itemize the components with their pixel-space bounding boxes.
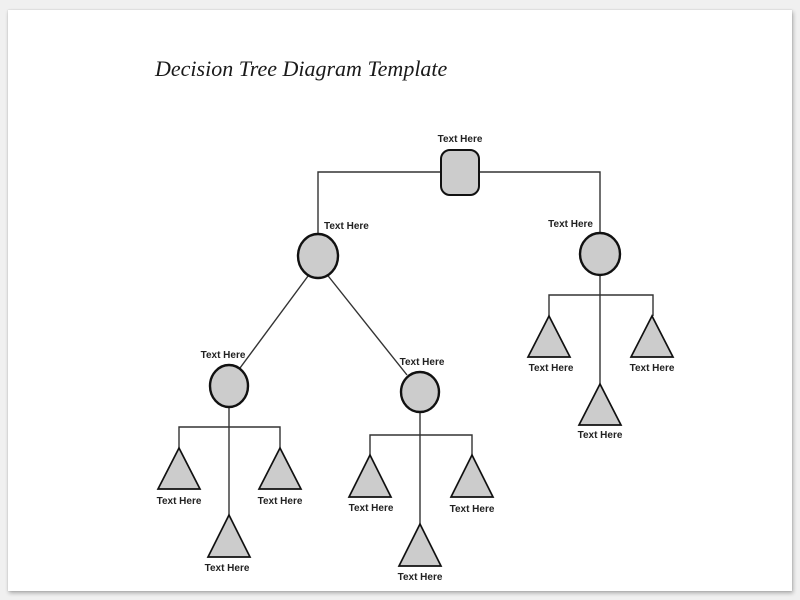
- root-node-label[interactable]: Text Here: [437, 134, 483, 145]
- level2-left-node-label[interactable]: Text Here: [200, 350, 246, 361]
- root-node-shape[interactable]: [440, 149, 480, 196]
- leaf-middle-1-label[interactable]: Text Here: [348, 503, 394, 514]
- level2-middle-node-shape[interactable]: [399, 370, 441, 414]
- level2-middle-node-label[interactable]: Text Here: [399, 357, 445, 368]
- leaf-left-1-label[interactable]: Text Here: [156, 496, 202, 507]
- level1-left-node-shape[interactable]: [296, 232, 340, 280]
- leaf-middle-1-shape[interactable]: [347, 453, 393, 498]
- connector-root-to-left-branch: [317, 171, 441, 234]
- leaf-right-1-label[interactable]: Text Here: [528, 363, 574, 374]
- connector-root-to-right-branch: [479, 171, 601, 233]
- leaf-right-2-label[interactable]: Text Here: [629, 363, 675, 374]
- level1-right-node-label[interactable]: Text Here: [548, 219, 593, 230]
- level1-left-node-label[interactable]: Text Here: [324, 221, 369, 232]
- connector-right-branch-crossbar: [548, 294, 654, 316]
- document-page: [8, 10, 792, 591]
- leaf-middle-3-label[interactable]: Text Here: [397, 572, 443, 583]
- leaf-right-1-shape[interactable]: [526, 314, 572, 358]
- leaf-right-3-label[interactable]: Text Here: [577, 430, 623, 441]
- connector-level2-left-crossbar: [178, 426, 281, 448]
- leaf-right-3-shape[interactable]: [577, 382, 623, 426]
- leaf-left-2-label[interactable]: Text Here: [257, 496, 303, 507]
- connector-level2-middle-crossbar: [369, 434, 473, 455]
- leaf-left-1-shape[interactable]: [156, 446, 202, 490]
- leaf-left-3-shape[interactable]: [206, 513, 252, 558]
- leaf-left-2-shape[interactable]: [257, 446, 303, 490]
- leaf-right-2-shape[interactable]: [629, 314, 675, 358]
- connector-left-branch-to-level2-middle: [324, 271, 408, 376]
- leaf-middle-2-label[interactable]: Text Here: [449, 504, 495, 515]
- connector-left-branch-to-level2-left: [239, 271, 312, 369]
- leaf-middle-2-shape[interactable]: [449, 453, 495, 498]
- level2-left-node-shape[interactable]: [208, 363, 250, 409]
- leaf-left-3-label[interactable]: Text Here: [204, 563, 250, 574]
- level1-right-node-shape[interactable]: [578, 231, 622, 277]
- page-title: Decision Tree Diagram Template: [155, 56, 448, 81]
- leaf-middle-3-shape[interactable]: [397, 522, 443, 567]
